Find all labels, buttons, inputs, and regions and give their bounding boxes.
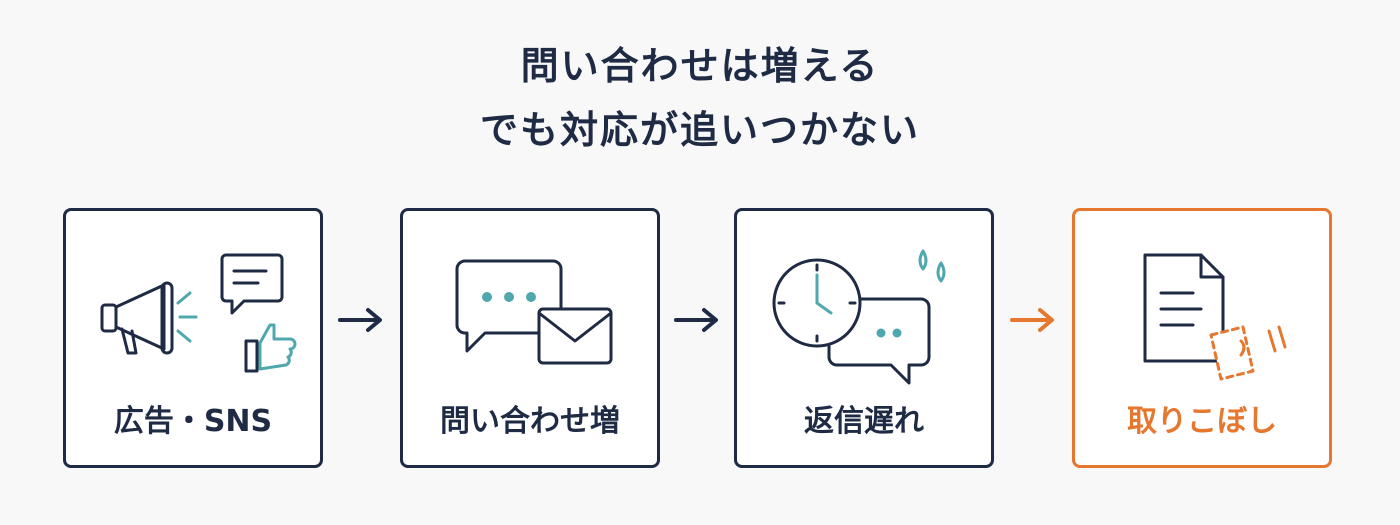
step-2-illustration	[455, 259, 613, 365]
step-label: 問い合わせ増	[440, 404, 620, 439]
step-card-reply-delay: 返信遅れ	[734, 208, 994, 468]
clock-icon	[772, 258, 862, 348]
step-3-illustration	[772, 249, 946, 385]
dots-icon	[482, 292, 536, 302]
chat-bubble-icon	[455, 259, 563, 353]
diagram-title: 問い合わせは増える でも対応が追いつかない	[0, 34, 1400, 162]
envelope-icon	[537, 307, 613, 365]
step-card-ads-sns: 広告・SNS	[63, 208, 323, 468]
arrow-right-icon	[338, 308, 382, 332]
step-label: 広告・SNS	[113, 404, 273, 439]
title-line-1: 問い合わせは増える	[520, 44, 880, 88]
sweat-drops-icon	[918, 249, 946, 283]
step-card-inquiry-increase: 問い合わせ増	[400, 208, 660, 468]
megaphone-icon	[100, 281, 174, 355]
step-card-missed-opportunity: 取りこぼし	[1072, 208, 1332, 468]
dots-icon	[876, 328, 902, 338]
step-label: 取りこぼし	[1127, 404, 1277, 439]
speech-bubble-icon	[220, 253, 284, 315]
sound-lines-icon	[176, 291, 198, 343]
step-1-illustration	[100, 253, 297, 373]
title-line-2: でも対応が追いつかない	[479, 108, 920, 152]
step-4-illustration	[1143, 253, 1287, 381]
step-label: 返信遅れ	[804, 404, 924, 439]
arrow-right-accent-icon	[1010, 308, 1054, 332]
falling-paper-icon	[1209, 325, 1287, 381]
arrow-right-icon	[674, 308, 718, 332]
document-icon	[1143, 253, 1225, 363]
thumbs-up-icon	[244, 323, 297, 373]
